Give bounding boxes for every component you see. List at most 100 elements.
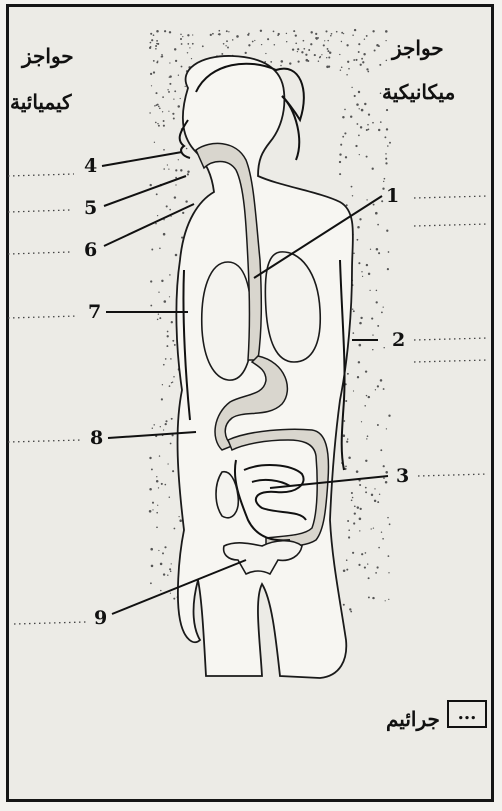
speckle-dot xyxy=(353,310,355,312)
speckle-dot xyxy=(226,30,228,32)
label-9: 9 xyxy=(94,607,107,629)
speckle-dot xyxy=(157,505,158,506)
speckle-dot xyxy=(353,522,355,524)
speckle-dot xyxy=(347,438,348,439)
speckle-dot xyxy=(187,173,189,175)
speckle-dot xyxy=(245,52,247,54)
speckle-dot xyxy=(150,42,152,44)
speckle-dot xyxy=(169,274,171,276)
speckle-dot xyxy=(385,162,387,164)
answer-box[interactable]: ... xyxy=(447,700,487,728)
speckle-dot xyxy=(161,483,163,485)
speckle-dot xyxy=(169,75,171,77)
speckle-dot xyxy=(367,435,369,437)
speckle-dot xyxy=(173,98,174,99)
speckle-dot xyxy=(169,385,171,387)
speckle-dot xyxy=(226,40,228,42)
speckle-dot xyxy=(358,361,360,363)
speckle-dot xyxy=(377,566,379,568)
speckle-dot xyxy=(154,105,155,106)
speckle-dot xyxy=(388,415,390,417)
speckle-dot xyxy=(180,38,182,40)
speckle-dot xyxy=(163,120,165,122)
left-lung xyxy=(202,262,252,380)
speckle-dot xyxy=(177,105,179,107)
speckle-dot xyxy=(359,484,361,486)
speckle-dot xyxy=(361,271,362,272)
speckle-dot xyxy=(386,60,388,62)
speckle-dot xyxy=(156,43,157,44)
speckle-dot xyxy=(173,598,175,600)
speckle-dot xyxy=(378,547,380,549)
speckle-dot xyxy=(150,305,152,307)
speckle-dot xyxy=(281,60,284,63)
speckle-dot xyxy=(168,168,169,169)
speckle-dot xyxy=(321,54,322,55)
speckle-dot xyxy=(180,169,182,171)
speckle-dot xyxy=(180,34,181,35)
speckle-dot xyxy=(358,262,360,264)
speckle-dot xyxy=(341,41,342,42)
speckle-dot xyxy=(383,477,385,479)
pointer-5 xyxy=(104,176,186,206)
label-8: 8 xyxy=(90,427,103,449)
speckle-dot xyxy=(378,45,380,47)
speckle-dot xyxy=(158,487,159,488)
speckle-dot xyxy=(382,188,384,190)
speckle-dot xyxy=(359,154,360,155)
speckle-dot xyxy=(342,116,344,118)
speckle-dot xyxy=(155,45,157,47)
speckle-dot xyxy=(308,49,310,51)
label-5: 5 xyxy=(84,197,97,219)
speckle-dot xyxy=(357,506,359,508)
speckle-dot xyxy=(385,158,387,160)
speckle-dot xyxy=(340,144,342,146)
speckle-dot xyxy=(297,48,299,50)
speckle-dot xyxy=(310,43,312,45)
speckle-dot xyxy=(352,308,353,309)
speckle-dot xyxy=(158,106,160,108)
speckle-dot xyxy=(385,40,386,41)
speckle-dot xyxy=(156,40,158,42)
speckle-dot xyxy=(252,41,254,43)
speckle-dot xyxy=(163,573,165,575)
speckle-dot xyxy=(151,565,154,568)
speckle-dot xyxy=(348,529,350,531)
speckle-dot xyxy=(327,40,328,41)
speckle-dot xyxy=(361,109,364,112)
speckle-dot xyxy=(232,39,234,41)
speckle-dot xyxy=(315,33,317,35)
speckle-dot xyxy=(152,427,153,428)
speckle-dot xyxy=(172,470,174,472)
speckle-dot xyxy=(187,34,189,36)
speckle-dot xyxy=(349,608,351,610)
speckle-dot xyxy=(150,582,152,584)
speckle-dot xyxy=(377,224,379,226)
speckle-dot xyxy=(156,476,157,477)
speckle-dot xyxy=(292,48,294,50)
speckle-dot xyxy=(162,384,163,385)
speckle-dot xyxy=(368,577,370,579)
speckle-dot xyxy=(280,65,282,67)
speckle-dot xyxy=(163,429,164,430)
speckle-dot xyxy=(324,40,325,41)
speckle-dot xyxy=(202,45,204,47)
speckle-dot xyxy=(227,47,229,49)
speckle-dot xyxy=(301,51,303,53)
speckle-dot xyxy=(339,173,341,175)
speckle-dot xyxy=(175,254,178,257)
speckle-dot xyxy=(366,156,368,158)
speckle-dot xyxy=(367,124,369,126)
speckle-dot xyxy=(375,572,377,574)
speckle-dot xyxy=(307,60,309,62)
speckle-dot xyxy=(368,596,370,598)
speckle-dot xyxy=(354,29,356,31)
speckle-dot xyxy=(373,527,374,528)
speckle-dot xyxy=(365,552,367,554)
speckle-dot xyxy=(286,41,287,42)
speckle-dot xyxy=(330,35,332,37)
speckle-dot xyxy=(171,382,172,383)
speckle-dot xyxy=(289,62,291,64)
speckle-dot xyxy=(166,205,168,207)
speckle-dot xyxy=(150,33,152,35)
